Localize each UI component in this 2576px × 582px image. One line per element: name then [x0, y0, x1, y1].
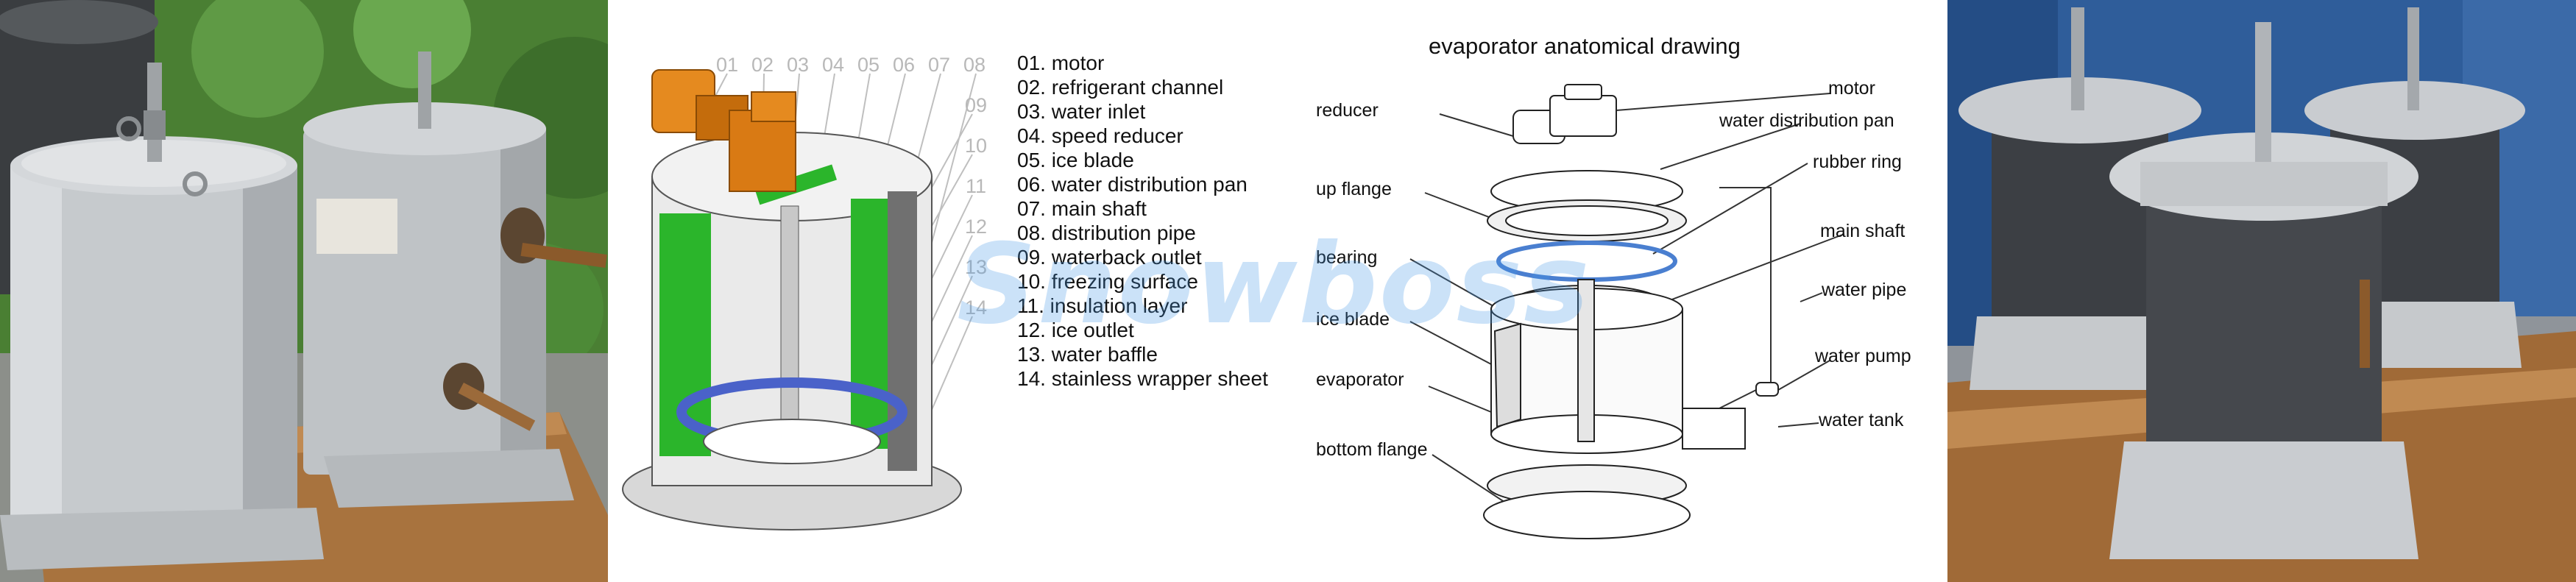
legend-item-13: 13. water baffle: [1017, 343, 1158, 366]
legend-item-10: 10. freezing surface: [1017, 270, 1198, 293]
label-water-pump: water pump: [1815, 346, 1911, 366]
drive-unit-drawing: [651, 69, 796, 192]
legend-item-14: 14. stainless wrapper sheet: [1017, 367, 1268, 390]
number-07: 07: [928, 54, 950, 76]
label-up-flange: up flange: [1316, 179, 1392, 199]
watermark: Snowboss: [957, 221, 1591, 349]
main-shaft-drawing: [780, 205, 799, 427]
evaporator-unit-right: [303, 52, 607, 508]
motor-part: [1549, 95, 1617, 137]
legend-item-01: 01. motor: [1017, 52, 1105, 74]
reducer-drawing: [729, 110, 796, 192]
photo-evaporators-on-pallet: [1947, 0, 2576, 582]
legend-item-05: 05. ice blade: [1017, 149, 1134, 171]
label-ice-blade: ice blade: [1316, 309, 1390, 330]
label-water-distribution-pan: water distribution pan: [1719, 110, 1894, 131]
cutaway-drawing: 01 02 03 04 05 06 07 08 09 10 11 12 13 1…: [608, 0, 991, 582]
label-reducer: reducer: [1316, 100, 1379, 121]
number-10: 10: [965, 135, 987, 157]
number-05: 05: [857, 54, 880, 76]
ice-blade-part: [1493, 322, 1521, 428]
water-tank-part: [1682, 408, 1746, 450]
legend-item-07: 07. main shaft: [1017, 197, 1147, 220]
evaporator-unit-left: [0, 63, 324, 570]
label-rubber-ring: rubber ring: [1813, 152, 1902, 172]
number-12: 12: [965, 216, 987, 238]
anatomical-title: evaporator anatomical drawing: [1429, 33, 1741, 59]
number-08: 08: [963, 54, 986, 76]
legend-item-08: 08. distribution pipe: [1017, 221, 1196, 244]
number-11: 11: [966, 175, 986, 197]
water-pump-part: [1755, 382, 1779, 397]
number-04: 04: [822, 54, 844, 76]
number-03: 03: [787, 54, 809, 76]
legend-item-09: 09. waterback outlet: [1017, 246, 1202, 269]
number-02: 02: [751, 54, 774, 76]
number-14: 14: [965, 297, 987, 319]
anatomical-drawing: evaporator anatomical drawing reducer mo…: [1300, 0, 1947, 582]
number-06: 06: [893, 54, 915, 76]
evaporator-unit-back-left: [1958, 7, 2201, 390]
label-bearing: bearing: [1316, 247, 1378, 268]
evaporator-unit-front: [2109, 22, 2418, 559]
legend-item-03: 03. water inlet: [1017, 100, 1146, 123]
parts-legend: 01. motor 02. refrigerant channel 03. wa…: [991, 0, 1300, 582]
number-13: 13: [965, 256, 987, 278]
label-motor: motor: [1828, 78, 1875, 99]
number-09: 09: [965, 94, 987, 116]
label-evaporator: evaporator: [1316, 369, 1404, 390]
legend-item-04: 04. speed reducer: [1017, 124, 1183, 147]
label-water-tank: water tank: [1819, 410, 1904, 430]
legend-item-12: 12. ice outlet: [1017, 319, 1134, 341]
photo-assembled-evaporators: [0, 0, 608, 582]
label-main-shaft: main shaft: [1820, 221, 1906, 241]
legend-item-11: 11. insulation layer: [1017, 294, 1188, 317]
label-bottom-flange: bottom flange: [1316, 439, 1428, 460]
legend-item-06: 06. water distribution pan: [1017, 173, 1248, 196]
number-01: 01: [716, 54, 738, 76]
label-water-pipe: water pipe: [1822, 280, 1907, 300]
exploded-parts: [1483, 84, 1779, 539]
main-shaft-part: [1577, 279, 1595, 442]
drawing-number-labels: 01 02 03 04 05 06 07 08 09 10 11 12 13 1…: [716, 54, 987, 319]
cutaway-evaporator: [622, 132, 962, 530]
base-plate-part: [1483, 491, 1691, 539]
legend-item-02: 02. refrigerant channel: [1017, 76, 1224, 99]
